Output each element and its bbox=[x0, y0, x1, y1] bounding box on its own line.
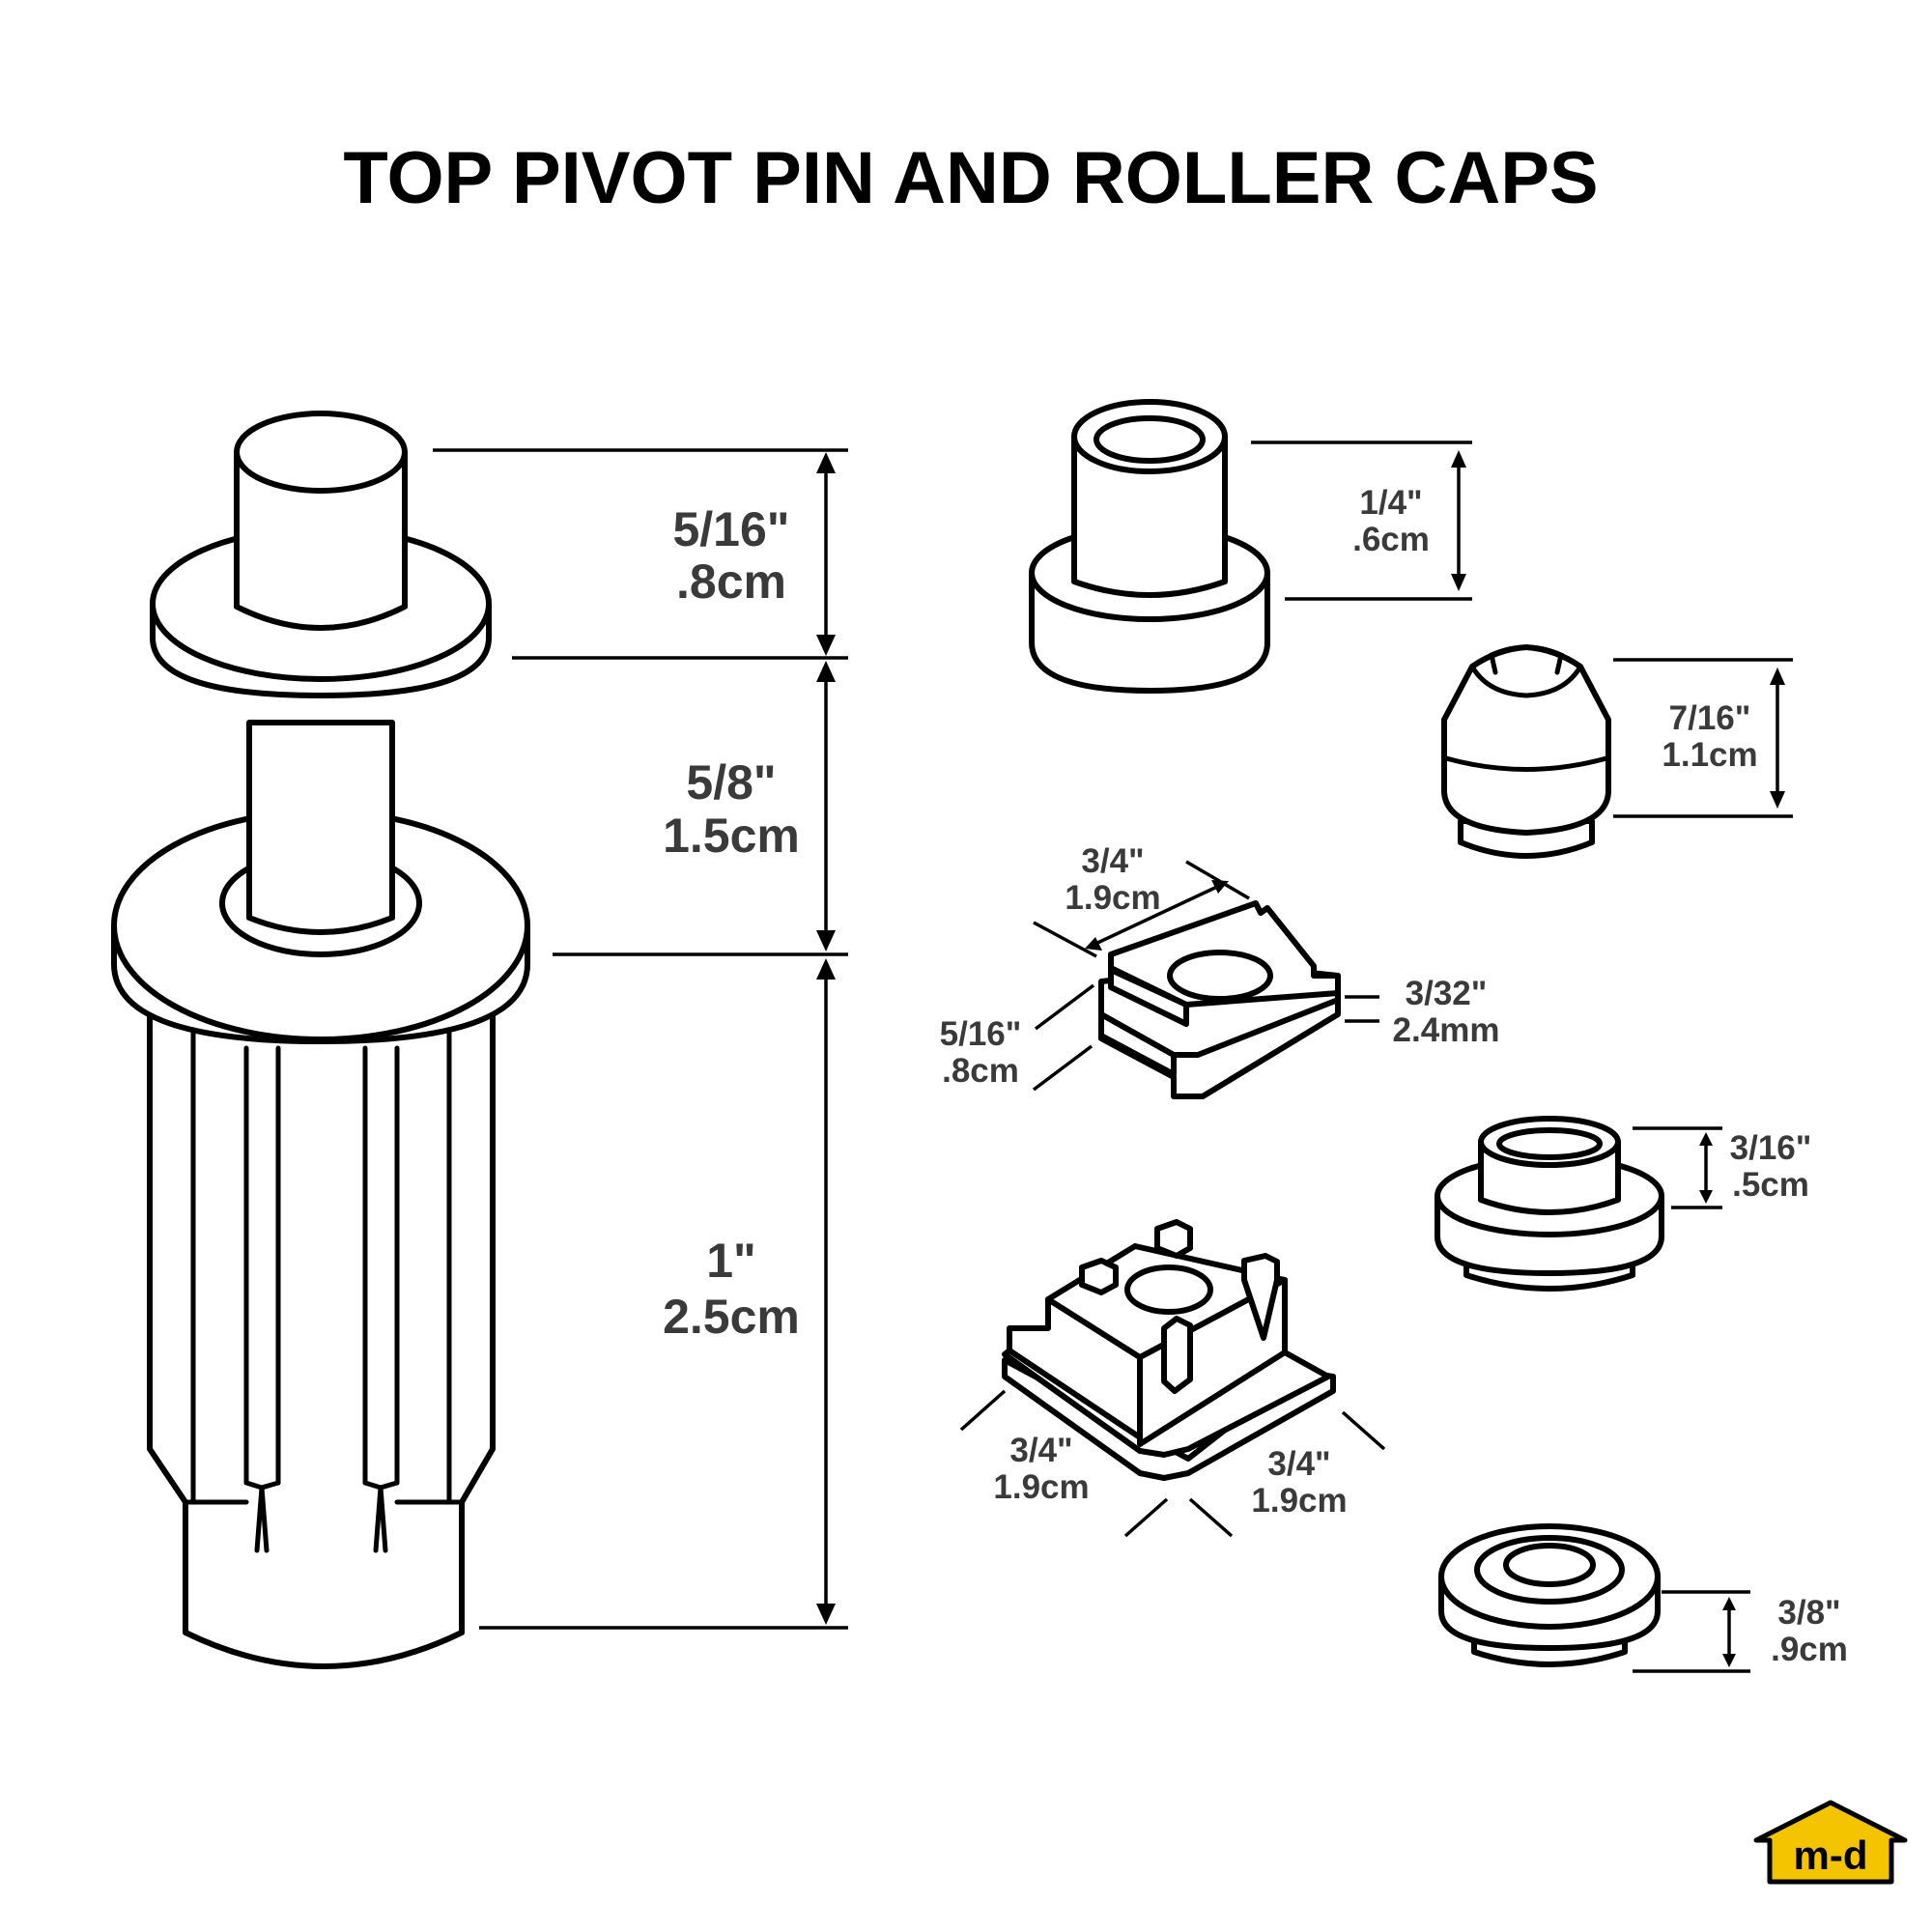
house-logo-icon: m-d bbox=[1753, 1800, 1908, 1885]
domed-cap-inch-label: 3/8" bbox=[1777, 1594, 1840, 1632]
pivot-middle-inch-label: 5/8" bbox=[686, 755, 776, 810]
slide-guide-illustration bbox=[1098, 900, 1341, 1099]
flanged-cap-inch-label: 1/4" bbox=[1359, 484, 1422, 522]
barrel-cap-inch-label: 7/16" bbox=[1669, 699, 1751, 737]
domed-cap-metric-label: .9cm bbox=[1771, 1631, 1848, 1668]
clip-block-dimension-lines bbox=[959, 1389, 1386, 1538]
pivot-top-inch-label: 5/16" bbox=[672, 502, 789, 556]
small-flanged-cap-dimension-lines bbox=[1633, 1126, 1722, 1209]
pivot-bottom-inch-label: 1" bbox=[706, 1234, 756, 1288]
slide-guide-slot-inch-label: 3/32" bbox=[1406, 975, 1488, 1012]
clip-block-left-inch-label: 3/4" bbox=[1009, 1432, 1072, 1469]
pivot-middle-metric-label: 1.5cm bbox=[663, 809, 800, 863]
clip-block-left-metric-label: 1.9cm bbox=[993, 1468, 1089, 1506]
brand-logo-text: m-d bbox=[1794, 1833, 1868, 1878]
barrel-cap-dimension-lines bbox=[1613, 658, 1793, 818]
domed-cap-illustration bbox=[1438, 1523, 1661, 1667]
slide-guide-depth-inch-label: 5/16" bbox=[940, 1015, 1022, 1053]
page-title: TOP PIVOT PIN AND ROLLER CAPS bbox=[343, 137, 1598, 219]
pivot-top-metric-label: .8cm bbox=[676, 554, 786, 609]
slide-guide-depth-metric-label: .8cm bbox=[942, 1052, 1019, 1090]
small-flanged-cap-inch-label: 3/16" bbox=[1730, 1129, 1812, 1167]
flanged-cap-metric-label: .6cm bbox=[1352, 521, 1430, 558]
domed-cap-dimension-lines bbox=[1633, 1590, 1750, 1673]
slide-guide-slot-metric-label: 2.4mm bbox=[1393, 1011, 1500, 1049]
slide-guide-width-inch-label: 3/4" bbox=[1081, 842, 1144, 880]
pivot-pin-illustration bbox=[111, 411, 530, 1669]
small-flanged-cap-illustration bbox=[1435, 1116, 1664, 1292]
flanged-cap-illustration bbox=[1029, 399, 1270, 694]
clip-block-right-inch-label: 3/4" bbox=[1267, 1445, 1330, 1483]
barrel-cap-illustration bbox=[1441, 644, 1611, 859]
clip-block-illustration bbox=[1002, 1219, 1336, 1481]
slide-guide-dimension-lines bbox=[1032, 860, 1379, 1092]
pivot-pin-dimension-lines bbox=[433, 448, 848, 1630]
flanged-cap-dimension-lines bbox=[1251, 440, 1472, 601]
small-flanged-cap-metric-label: .5cm bbox=[1732, 1166, 1809, 1204]
clip-block-right-metric-label: 1.9cm bbox=[1251, 1482, 1347, 1520]
barrel-cap-metric-label: 1.1cm bbox=[1662, 736, 1757, 774]
pivot-bottom-metric-label: 2.5cm bbox=[663, 1290, 800, 1344]
slide-guide-width-metric-label: 1.9cm bbox=[1065, 879, 1160, 917]
